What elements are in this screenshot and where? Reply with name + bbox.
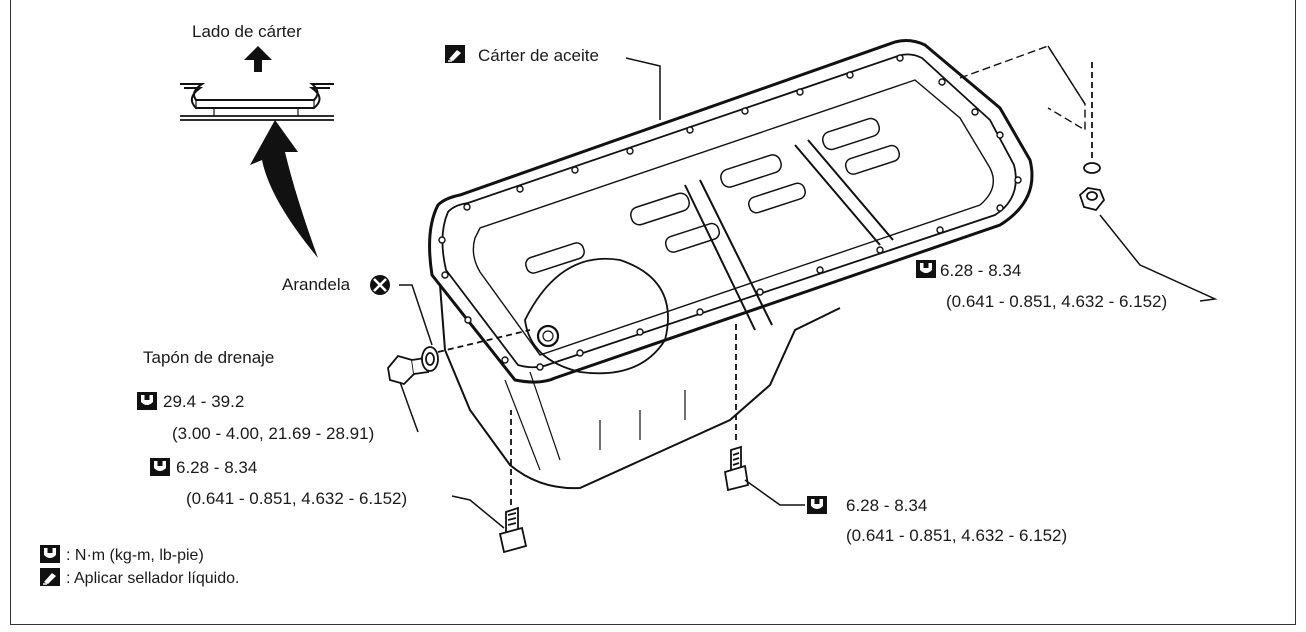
torque-wrench-icon bbox=[137, 392, 157, 410]
nut-right-torque: 6.28 - 8.34 bbox=[940, 261, 1022, 280]
drain-plug-torque: 29.4 - 39.2 bbox=[163, 392, 245, 411]
bolt-left-torque-alt: (0.641 - 0.851, 4.632 - 6.152) bbox=[186, 489, 408, 508]
diagram-frame bbox=[10, 0, 1296, 625]
torque-wrench-icon bbox=[40, 545, 60, 563]
oil-pan-label: Cárter de aceite bbox=[478, 46, 599, 65]
engine-block-outline bbox=[959, 45, 1086, 132]
oil-pan bbox=[428, 39, 1034, 490]
washer-label: Arandela bbox=[282, 275, 351, 294]
sump-side-detail bbox=[180, 46, 334, 258]
drain-plug-torque-alt: (3.00 - 4.00, 21.69 - 28.91) bbox=[172, 424, 375, 443]
nut-right-torque-alt: (0.641 - 0.851, 4.632 - 6.152) bbox=[946, 292, 1168, 311]
curved-arrow-icon bbox=[250, 120, 318, 258]
torque-wrench-icon bbox=[807, 496, 827, 514]
sealant-icon bbox=[39, 567, 61, 587]
nut-right-drawing bbox=[1078, 60, 1106, 212]
bolt-front-torque: 6.28 - 8.34 bbox=[846, 496, 928, 515]
washer-no-reuse-icon bbox=[370, 275, 390, 295]
torque-wrench-icon bbox=[150, 458, 170, 476]
up-arrow-icon bbox=[244, 46, 272, 72]
sump-side-label: Lado de cárter bbox=[192, 22, 302, 41]
torque-wrench-icon bbox=[916, 260, 936, 278]
leader-lines bbox=[399, 57, 1218, 529]
legend-torque-units: : N·m (kg-m, lb-pie) bbox=[66, 547, 204, 564]
bolt-left-drawing bbox=[498, 410, 528, 554]
bolt-front-drawing bbox=[723, 320, 750, 492]
bolt-left-torque: 6.28 - 8.34 bbox=[176, 458, 258, 477]
drain-plug-label: Tapón de drenaje bbox=[143, 348, 275, 367]
bolt-front-torque-alt: (0.641 - 0.851, 4.632 - 6.152) bbox=[846, 526, 1068, 545]
legend-sealant: : Aplicar sellador líquido. bbox=[66, 570, 240, 587]
drain-plug-drawing bbox=[387, 329, 531, 386]
sealant-icon bbox=[444, 44, 466, 64]
